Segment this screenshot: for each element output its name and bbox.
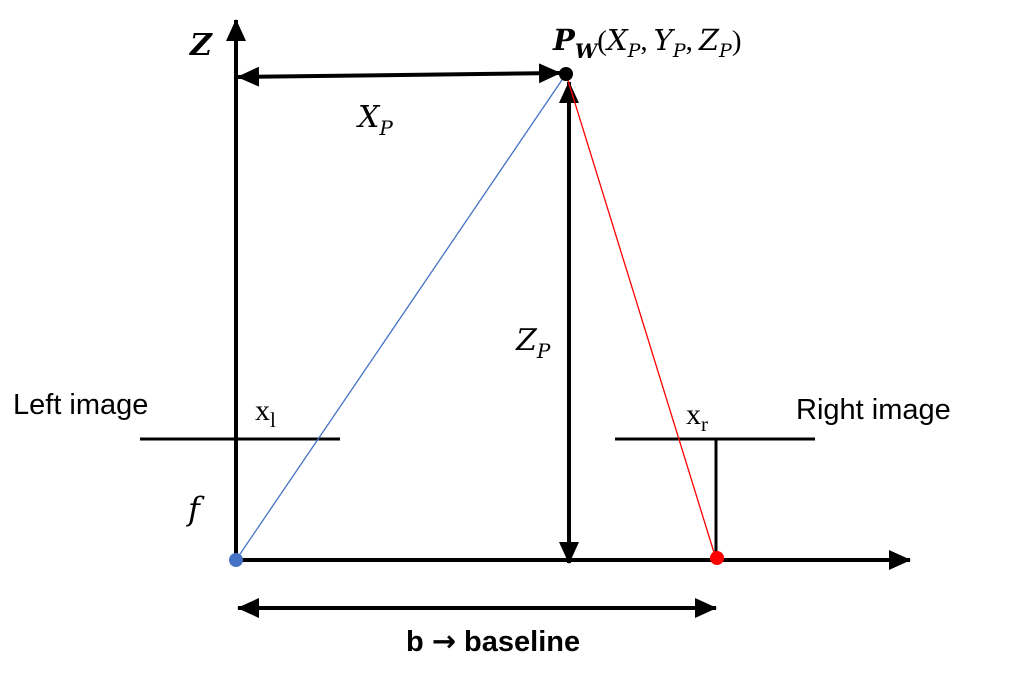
z-axis-label: Z <box>189 28 213 63</box>
left-projection-ray <box>235 73 567 561</box>
right-projection-ray <box>565 73 717 560</box>
focal-length-label: f <box>186 490 205 528</box>
baseline-label: b→baseline <box>406 624 580 658</box>
world-point-label: PW(XP,YP,ZP) <box>552 23 741 63</box>
left-image-label: Left image <box>13 389 148 421</box>
zp-label: ZP <box>515 323 551 363</box>
xp-dimension-arrow <box>237 63 561 87</box>
xp-label: XP <box>356 100 393 140</box>
xr-label: xr <box>686 398 708 436</box>
xl-label: xl <box>255 394 276 432</box>
right-camera-center <box>710 551 724 565</box>
world-point-pw <box>559 67 573 81</box>
left-camera-center <box>229 553 243 567</box>
right-image-label: Right image <box>796 394 951 426</box>
